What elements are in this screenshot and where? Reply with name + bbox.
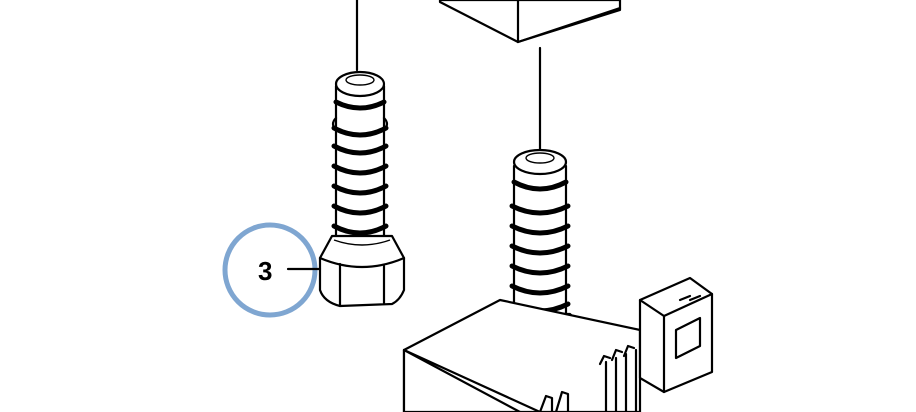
bolt-icon <box>331 70 389 249</box>
upper-block <box>438 0 622 44</box>
callout-3: 3 <box>222 222 322 318</box>
callout-number: 3 <box>258 256 272 286</box>
nut-icon <box>318 234 406 308</box>
bolt-icon <box>509 148 571 331</box>
connector-plug-icon <box>638 276 714 394</box>
solenoid-block <box>402 298 642 412</box>
